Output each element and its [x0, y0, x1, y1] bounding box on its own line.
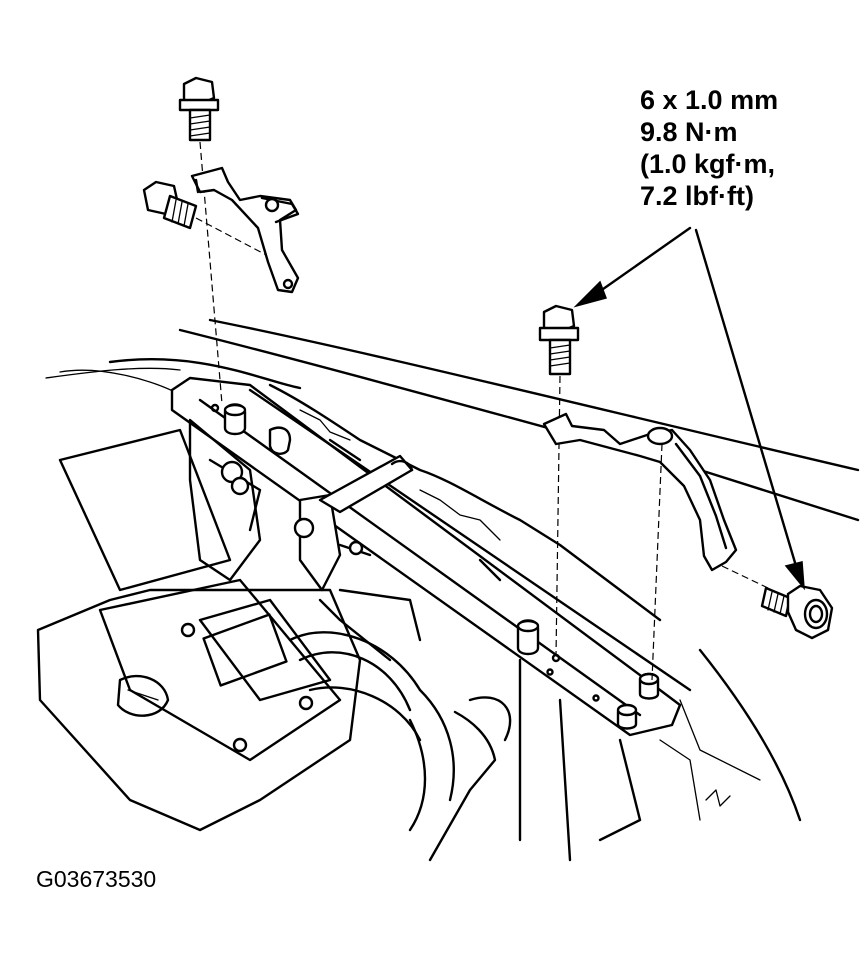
torque-kgf-label: (1.0 kgf·m, — [640, 149, 776, 179]
right-radiator-mount-bracket — [542, 412, 769, 681]
left-radiator-mount-bracket — [190, 166, 300, 294]
body-panel-lines — [45, 318, 860, 522]
intake-hoses — [288, 631, 802, 862]
right-flange-bolt — [538, 304, 580, 657]
left-latch-assembly — [188, 418, 422, 662]
right-side-bolt — [760, 584, 834, 640]
arrow-head-left — [573, 280, 607, 308]
upper-left-flange-bolt — [178, 76, 223, 405]
lower-details — [328, 438, 731, 821]
torque-lbf-label: 7.2 lbf·ft) — [640, 181, 754, 211]
upper-left-side-bolt — [142, 180, 273, 259]
torque-nm-label: 9.8 N·m — [640, 117, 738, 147]
arrow-head-right — [784, 561, 805, 591]
radiator-support-bar — [170, 376, 692, 737]
bolt-size-label: 6 x 1.0 mm — [640, 85, 779, 115]
figure-id: G03673530 — [36, 866, 157, 892]
torque-specification: 6 x 1.0 mm 9.8 N·m (1.0 kgf·m, 7.2 lbf·f… — [640, 84, 778, 212]
engine-cover — [36, 428, 362, 832]
spec-leader-arrows — [573, 226, 805, 591]
